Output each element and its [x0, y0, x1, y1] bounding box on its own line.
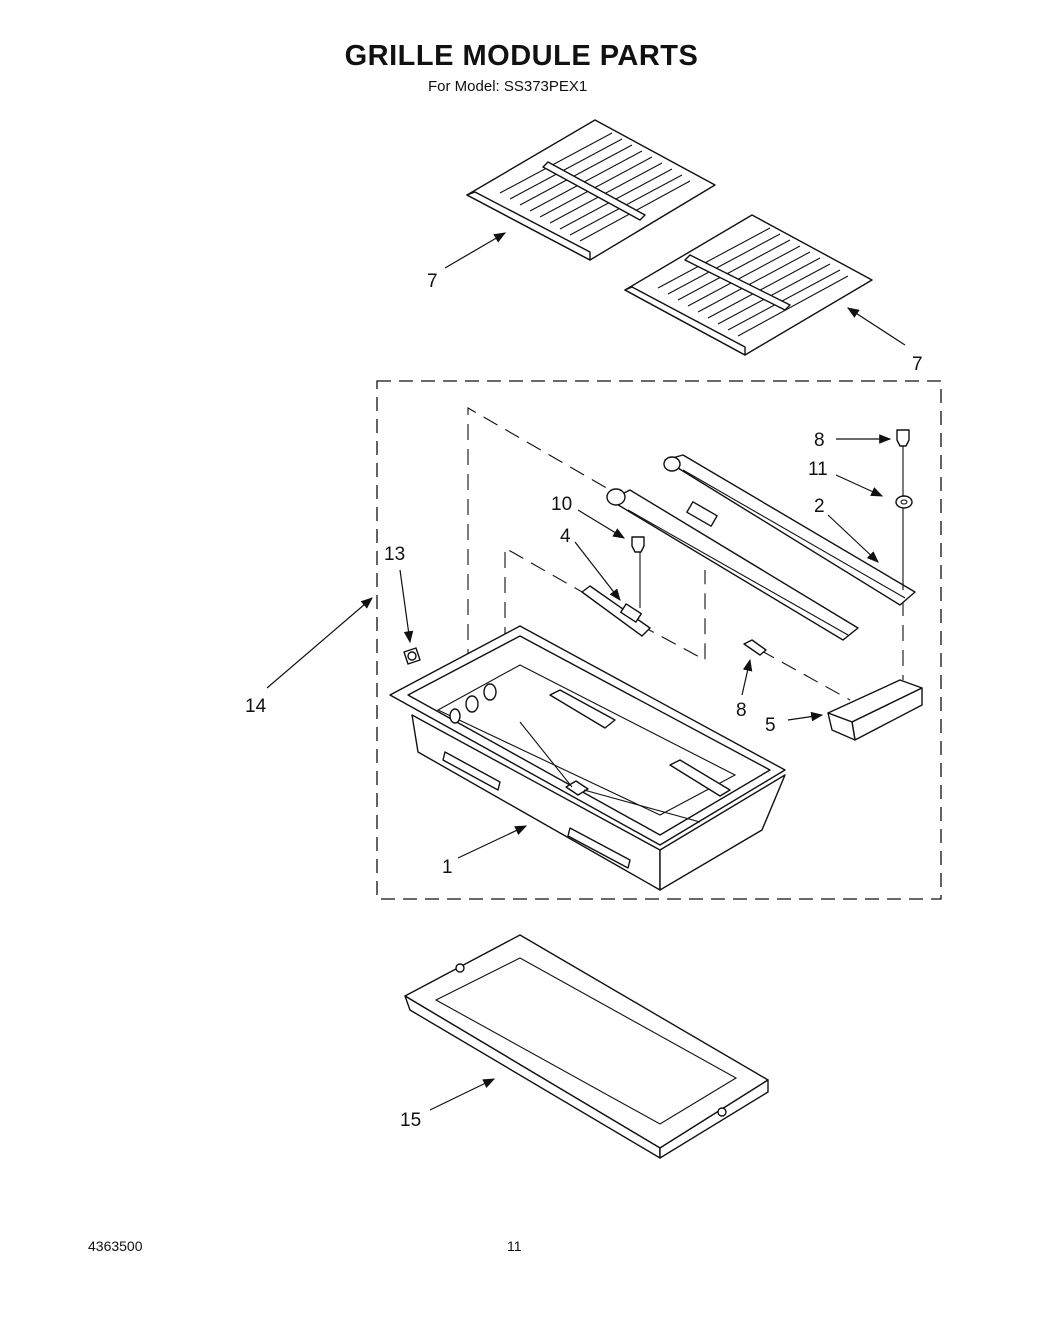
callout-14: 14	[245, 696, 267, 717]
callout-10: 10	[551, 494, 572, 515]
grille-grate-upper	[466, 119, 716, 261]
screw-8-side	[743, 639, 767, 656]
callout-15: 15	[400, 1110, 421, 1131]
grille-grate-lower	[624, 214, 873, 356]
screw-10	[631, 536, 645, 553]
callout-8-side: 8	[736, 700, 747, 721]
leader-arrows	[266, 232, 906, 1111]
callout-4: 4	[560, 526, 571, 547]
page-number: 11	[507, 1238, 522, 1254]
callout-8-top: 8	[814, 430, 825, 451]
callout-labels: 7 7 8 11 2 10 4 13 14 8 5 1 15	[245, 271, 923, 1131]
washer-11	[895, 495, 913, 509]
igniter	[581, 548, 651, 637]
burner-tube-rear	[663, 454, 916, 606]
callout-7-upper: 7	[427, 271, 438, 292]
callout-1: 1	[442, 857, 453, 878]
callout-5: 5	[765, 715, 776, 736]
valve-fitting-13	[403, 647, 421, 665]
burner-tube-front	[606, 488, 859, 641]
assembly-boundary	[376, 380, 942, 900]
bracket-5	[827, 679, 923, 741]
document-number: 4363500	[88, 1238, 143, 1254]
callout-13: 13	[384, 544, 405, 565]
screw-8-top	[896, 429, 910, 590]
page-title: GRILLE MODULE PARTS	[344, 40, 699, 72]
grille-pan-1	[389, 625, 786, 891]
callout-7-lower: 7	[912, 354, 923, 375]
callout-11: 11	[808, 459, 828, 480]
drip-tray-15	[404, 934, 769, 1159]
model-subtitle: For Model: SS373PEX1	[428, 78, 588, 95]
callout-2: 2	[814, 496, 825, 517]
